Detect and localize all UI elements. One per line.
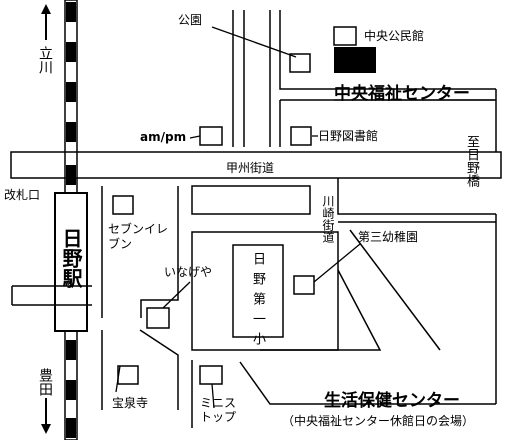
label-seven-eleven: セブンイレブン bbox=[108, 222, 169, 251]
park-marker bbox=[289, 53, 311, 73]
ampm-marker bbox=[199, 126, 223, 146]
hino-daiichi-school bbox=[232, 244, 284, 338]
label-ampm: am/pm bbox=[140, 130, 187, 144]
chuo-fukushi-center-building bbox=[334, 47, 376, 73]
label-toyoda: 豊田 bbox=[37, 368, 53, 396]
ministop-marker bbox=[199, 365, 223, 385]
label-kindergarten: 第三幼稚園 bbox=[358, 230, 419, 244]
label-koshu-kaido: 甲州街道 bbox=[226, 161, 275, 175]
arrow-up-icon bbox=[41, 4, 51, 40]
label-ministop: ミニストップ bbox=[200, 396, 237, 424]
label-chuo-kominkan: 中央公民館 bbox=[364, 29, 425, 43]
label-kaisatsu: 改札口 bbox=[4, 188, 41, 202]
label-to-hinobashi: 至日野橋 bbox=[464, 135, 479, 187]
label-park: 公園 bbox=[178, 13, 203, 27]
label-hino-daiichi: 日野第一小 bbox=[250, 252, 265, 352]
leader-lines bbox=[115, 26, 494, 409]
hino-station-building bbox=[54, 192, 88, 332]
roads bbox=[10, 10, 502, 428]
label-tachikawa: 立川 bbox=[37, 46, 53, 74]
label-library: 日野図書館 bbox=[318, 129, 379, 143]
kindergarten-marker bbox=[293, 275, 315, 295]
label-hino-station: 日野駅 bbox=[59, 228, 83, 288]
label-closed-day-note: （中央福祉センター休館日の会場） bbox=[282, 414, 475, 428]
chuo-kominkan-marker bbox=[333, 26, 357, 46]
inageya-marker bbox=[146, 307, 170, 329]
library-marker bbox=[290, 126, 312, 146]
label-center-title: 中央福祉センター bbox=[334, 84, 470, 104]
arrow-down-icon bbox=[41, 398, 51, 434]
label-seikatsu-hoken: 生活保健センター bbox=[324, 391, 460, 411]
label-hosenji: 宝泉寺 bbox=[112, 396, 149, 410]
label-kawasaki-kaido: 川崎街道 bbox=[321, 195, 335, 243]
label-inageya: いなげや bbox=[164, 265, 213, 279]
hosenji-marker bbox=[117, 365, 139, 385]
seven-eleven-marker bbox=[112, 195, 134, 215]
